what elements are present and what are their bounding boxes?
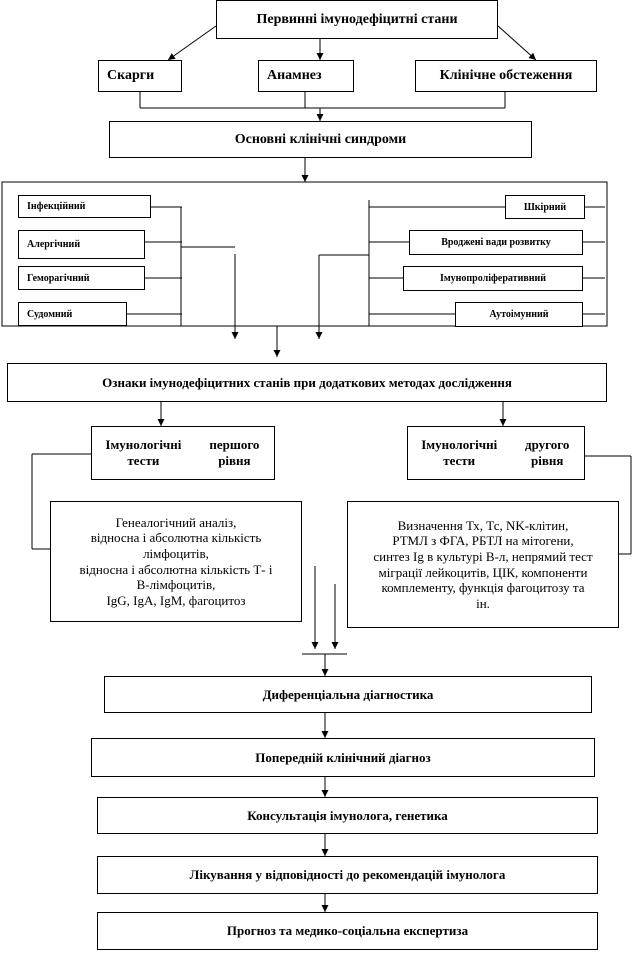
syndrome-hemorrhagic: Геморагічний bbox=[18, 266, 145, 290]
additional-methods-signs-box: Ознаки імунодефіцитних станів при додатк… bbox=[7, 363, 607, 402]
immunologist-consultation-box: Консультація імунолога, генетика bbox=[97, 797, 598, 834]
first-level-tests-details: Генеалогічний аналіз, відносна і абсолют… bbox=[50, 501, 302, 622]
first-details-line: відносна і абсолютна кількість Т- і bbox=[79, 561, 273, 577]
syndrome-congenital-malformations: Вроджені вади розвитку bbox=[409, 230, 583, 255]
main-syndromes-box: Основні клінічні синдроми bbox=[109, 121, 532, 158]
preliminary-diagnosis-box: Попередній клінічний діагноз bbox=[91, 738, 595, 777]
complaints-box: Скарги bbox=[98, 60, 182, 92]
second-level-tests-box: Імунологічні тести другого рівня bbox=[407, 426, 585, 480]
second-level-tests-line1: Імунологічні тести bbox=[421, 437, 498, 468]
first-details-line: IgG, IgA, IgM, фагоцитоз bbox=[106, 592, 246, 608]
second-details-line: синтез Ig в культурі В-л, непрямий тест bbox=[373, 548, 593, 564]
first-level-tests-line2: першого рівня bbox=[209, 437, 260, 468]
second-details-line: ін. bbox=[476, 595, 490, 611]
syndrome-autoimmune: Аутоімунний bbox=[455, 302, 583, 327]
syndrome-immunoproliferative: Імунопроліферативний bbox=[403, 266, 583, 291]
first-details-line: Генеалогічний аналіз, bbox=[115, 514, 237, 530]
clinical-exam-box: Клінічне обстеження bbox=[415, 60, 597, 92]
first-details-line: лімфоцитів, bbox=[143, 545, 209, 561]
second-level-tests-details: Визначення Тх, Тс, NK-клітин, РТМЛ з ФГА… bbox=[347, 501, 619, 628]
anamnesis-box: Анамнез bbox=[258, 60, 354, 92]
second-details-line: Визначення Тх, Тс, NK-клітин, bbox=[397, 517, 569, 533]
second-details-line: комплементу, функція фагоцитозу та bbox=[381, 580, 585, 596]
first-details-line: відносна і абсолютна кількість bbox=[90, 530, 262, 546]
syndrome-allergic: Алергічний bbox=[18, 230, 145, 259]
syndrome-skin: Шкірний bbox=[505, 195, 585, 219]
first-level-tests-line1: Імунологічні тести bbox=[105, 437, 182, 468]
second-details-line: міграції лейкоцитів, ЦІК, компоненти bbox=[378, 564, 588, 580]
syndrome-convulsive: Судомний bbox=[18, 302, 127, 326]
prognosis-box: Прогноз та медико-соціальна експертиза bbox=[97, 912, 598, 950]
syndrome-infectious: Інфекційний bbox=[18, 195, 151, 218]
differential-diagnosis-box: Диференціальна діагностика bbox=[104, 676, 592, 713]
second-level-tests-line2: другого рівня bbox=[525, 437, 570, 468]
second-details-line: РТМЛ з ФГА, РБТЛ на мітогени, bbox=[392, 533, 574, 549]
treatment-box: Лікування у відповідності до рекомендаці… bbox=[97, 856, 598, 894]
first-details-line: В-лімфоцитів, bbox=[136, 577, 216, 593]
primary-immunodeficiency-box: Первинні імунодефіцитні стани bbox=[216, 0, 498, 39]
first-level-tests-box: Імунологічні тести першого рівня bbox=[91, 426, 275, 480]
